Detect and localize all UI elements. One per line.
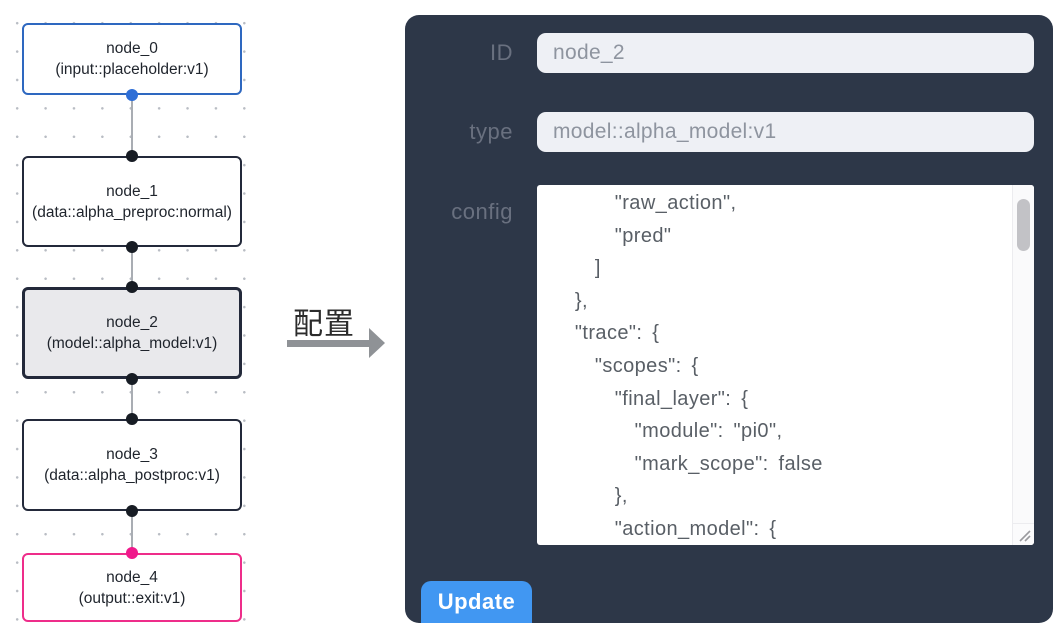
id-input[interactable] <box>537 33 1034 73</box>
resize-handle-icon[interactable] <box>1016 527 1032 543</box>
node-subtitle: (model::alpha_model:v1) <box>46 335 218 352</box>
arrow-shaft <box>287 340 370 347</box>
arrow-head <box>369 328 385 358</box>
node-subtitle: (output::exit:v1) <box>78 589 186 607</box>
config-field-label: config <box>451 199 513 224</box>
node-title: node_4 <box>106 568 158 586</box>
edge-node0-node1 <box>131 95 133 158</box>
edge-node3-node4 <box>131 511 133 555</box>
config-textarea[interactable]: "raw_action", "pred" ] }, "trace": { "sc… <box>537 185 1034 545</box>
flow-node-node_4[interactable]: node_4 (output::exit:v1) <box>22 553 242 622</box>
node-title: node_2 <box>106 314 158 331</box>
edge-node2-node3 <box>131 379 133 421</box>
node-subtitle: (data::alpha_postproc:v1) <box>44 467 220 484</box>
type-field-label: type <box>469 119 513 144</box>
node-subtitle: (input::placeholder:v1) <box>55 61 209 78</box>
flow-node-node_3[interactable]: node_3 (data::alpha_postproc:v1) <box>22 419 242 511</box>
port-in-node_4[interactable] <box>126 547 138 559</box>
port-out-node_2[interactable] <box>126 373 138 385</box>
node-subtitle: (data::alpha_preproc:normal) <box>32 203 232 221</box>
right-arrow-icon <box>287 328 385 358</box>
flow-node-node_2-selected[interactable]: node_2 (model::alpha_model:v1) <box>22 287 242 379</box>
port-in-node_2[interactable] <box>126 281 138 293</box>
id-field-label: ID <box>490 40 513 65</box>
node-title: node_3 <box>106 446 158 463</box>
node-config-panel: ID type config "raw_action", "pred" ] },… <box>405 15 1053 623</box>
port-out-node_3[interactable] <box>126 505 138 517</box>
edge-node1-node2 <box>131 247 133 289</box>
port-in-node_1[interactable] <box>126 150 138 162</box>
type-input[interactable] <box>537 112 1034 152</box>
config-scrollbar-track[interactable] <box>1012 185 1034 523</box>
port-out-node_1[interactable] <box>126 241 138 253</box>
port-in-node_3[interactable] <box>126 413 138 425</box>
config-annotation-label: 配置 <box>293 308 355 341</box>
flow-node-node_1[interactable]: node_1 (data::alpha_preproc:normal) <box>22 156 242 247</box>
port-out-node_0[interactable] <box>126 89 138 101</box>
config-scroll-corner <box>1012 523 1034 545</box>
flow-node-node_0[interactable]: node_0 (input::placeholder:v1) <box>22 23 242 95</box>
config-json-text[interactable]: "raw_action", "pred" ] }, "trace": { "sc… <box>574 192 823 540</box>
update-button[interactable]: Update <box>421 581 532 623</box>
config-scrollbar-thumb[interactable] <box>1017 199 1030 251</box>
node-title: node_0 <box>106 40 158 57</box>
node-title: node_1 <box>106 182 158 200</box>
